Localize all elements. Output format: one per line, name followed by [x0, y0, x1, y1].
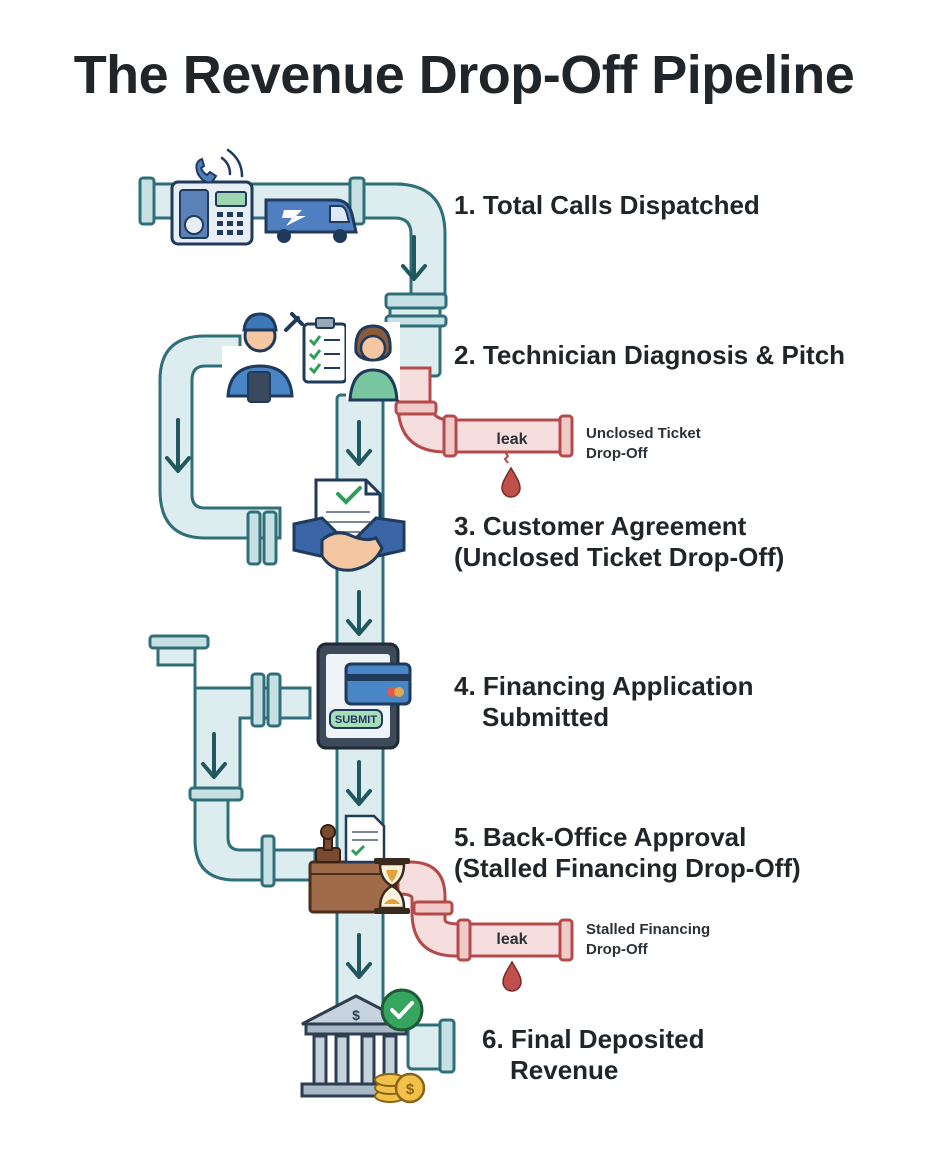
submit-button-label: SUBMIT	[335, 714, 377, 726]
stage-3-label: 3. Customer Agreement (Unclosed Ticket D…	[454, 511, 784, 573]
stage-label-line: Revenue	[510, 1055, 619, 1085]
leak-label-line: Unclosed Ticket	[586, 425, 701, 442]
down-arrow-icon	[401, 235, 427, 281]
down-arrow-icon	[346, 420, 372, 466]
stage-label-line: (Unclosed Ticket Drop-Off)	[454, 542, 785, 572]
svg-text:$: $	[406, 1081, 415, 1098]
stage-label-line: 6. Final Deposited	[482, 1024, 705, 1054]
flow-arrows	[165, 235, 427, 979]
droplet-icon	[501, 466, 521, 498]
down-arrow-icon	[201, 732, 227, 779]
leak-label-line: Drop-Off	[586, 941, 648, 958]
stage-5-label: 5. Back-Office Approval (Stalled Financi…	[454, 822, 801, 884]
stage-1-label: 1. Total Calls Dispatched	[454, 190, 760, 221]
down-arrow-icon	[346, 760, 372, 806]
leak-2-label: Stalled Financing Drop-Off	[586, 920, 710, 960]
droplet-icon	[502, 960, 522, 992]
pipe-collars	[138, 176, 456, 1074]
check-badge-icon	[380, 988, 424, 1032]
leak-1-label: Unclosed Ticket Drop-Off	[586, 424, 701, 464]
stage-label-line: (Stalled Financing Drop-Off)	[454, 853, 801, 883]
page-title: The Revenue Drop-Off Pipeline	[73, 45, 855, 105]
customer-icon	[346, 322, 400, 402]
leak-tag-2: leak	[488, 928, 536, 948]
leak-label-line: Stalled Financing	[586, 921, 711, 938]
phone-icon	[170, 148, 254, 246]
stage-label-line: 4. Financing Application	[454, 671, 754, 701]
leak-tag-text: leak	[496, 431, 527, 448]
pipe-lower-loop	[156, 638, 312, 792]
leak-tag-1: leak	[488, 428, 536, 448]
leak-label-line: Drop-Off	[586, 445, 648, 462]
stage-label-line: 2. Technician Diagnosis & Pitch	[454, 340, 846, 370]
leak-crack	[503, 451, 510, 464]
stage-label-line: Submitted	[482, 702, 610, 732]
stage-2-label: 2. Technician Diagnosis & Pitch	[454, 340, 845, 371]
down-arrow-icon	[346, 933, 372, 979]
pipe-top-elbow	[358, 182, 447, 302]
leak-tag-text: leak	[496, 931, 527, 948]
svg-text:$: $	[352, 1007, 360, 1023]
pipe-left-loop	[158, 334, 282, 540]
clipboard-icon	[302, 317, 348, 384]
stage-label-line: 3. Customer Agreement	[454, 511, 747, 541]
pipe-lower-loop-bottom	[193, 788, 317, 882]
van-icon	[264, 198, 358, 243]
stage-6-label: 6. Final Deposited Revenue	[482, 1024, 705, 1086]
coins-icon: $	[374, 1072, 426, 1104]
hourglass-icon	[374, 858, 410, 914]
down-arrow-icon	[165, 418, 191, 473]
stage-label-line: 5. Back-Office Approval	[454, 822, 747, 852]
down-arrow-icon	[346, 590, 372, 636]
stage-label-line: 1. Total Calls Dispatched	[454, 190, 760, 220]
leak-pipe-1	[394, 366, 574, 458]
handshake-icon	[292, 516, 406, 572]
stage-4-label: 4. Financing Application Submitted	[454, 671, 754, 733]
tablet-card-icon: SUBMIT	[316, 642, 412, 750]
technician-icon	[222, 312, 304, 403]
